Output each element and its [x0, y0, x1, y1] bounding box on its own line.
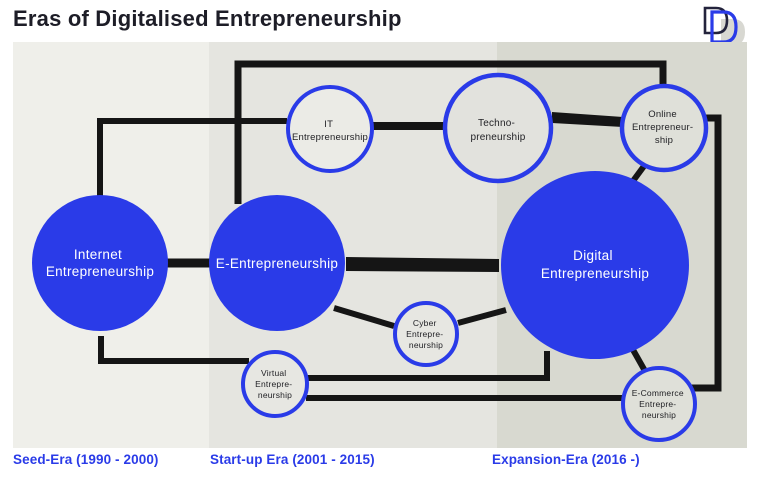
era-label-startup: Start-up Era (2001 - 2015) [210, 452, 375, 467]
logo-navy-d-outline [703, 6, 729, 35]
node-internet-label: Internet Entrepreneurship [46, 247, 154, 279]
edge-e-entrepreneurship-online [234, 60, 667, 204]
page-title: Eras of Digitalised Entrepreneurship [13, 6, 402, 31]
node-e-entrepreneurship-label: E-Entrepreneurship [216, 256, 338, 271]
node-digital-label: Digital Entrepreneurship [541, 248, 649, 281]
edge-e-entrepreneurship-digital [346, 257, 499, 272]
edge-digital-e-commerce [629, 346, 648, 373]
node-it-entrepreneurship: IT Entrepreneurship [286, 85, 374, 173]
node-technopreneurship: Techno- preneurship [442, 72, 554, 184]
node-e-commerce-label: E-Commerce Entrepre- neurship [632, 388, 687, 420]
node-online-label: Online Entrepreneur- ship [632, 109, 696, 146]
edge-internet-virtual [98, 336, 249, 364]
edge-techno-online [552, 112, 623, 127]
dd-monogram-logo [703, 6, 745, 45]
logo-blue-d-outline [710, 10, 738, 44]
node-techno-circle [442, 72, 554, 184]
node-virtual-entrepreneurship: Virtual Entrepre- neurship [241, 350, 309, 418]
node-internet-entrepreneurship: Internet Entrepreneurship [32, 195, 168, 331]
node-cyber-circle [393, 301, 459, 367]
node-e-commerce-circle [621, 366, 697, 442]
node-digital-entrepreneurship: Digital Entrepreneurship [501, 171, 689, 359]
node-digital-circle [501, 171, 689, 359]
node-online-entrepreneurship: Online Entrepreneur- ship [619, 83, 709, 173]
node-it-circle [286, 85, 374, 173]
era-label-seed: Seed-Era (1990 - 2000) [13, 452, 159, 467]
edge-e-entrepreneurship-cyber [333, 305, 395, 329]
node-online-circle [619, 83, 709, 173]
edge-internet-it [97, 118, 287, 197]
node-virtual-label: Virtual Entrepre- neurship [255, 368, 295, 400]
node-virtual-circle [241, 350, 309, 418]
node-e-entrepreneurship-circle [209, 195, 345, 331]
node-cyber-label: Cyber Entrepre- neurship [406, 318, 446, 350]
node-cyber-entrepreneurship: Cyber Entrepre- neurship [393, 301, 459, 367]
edge-cyber-digital [457, 307, 507, 326]
era-label-expansion: Expansion-Era (2016 -) [492, 452, 640, 467]
edge-online-e-commerce [690, 114, 722, 392]
node-it-label: IT Entrepreneurship [292, 119, 368, 143]
node-internet-circle [32, 195, 168, 331]
node-e-commerce-entrepreneurship: E-Commerce Entrepre- neurship [621, 366, 697, 442]
node-e-entrepreneurship: E-Entrepreneurship [209, 195, 345, 331]
node-techno-label: Techno- preneurship [470, 118, 525, 143]
edge-virtual-digital [306, 351, 550, 381]
